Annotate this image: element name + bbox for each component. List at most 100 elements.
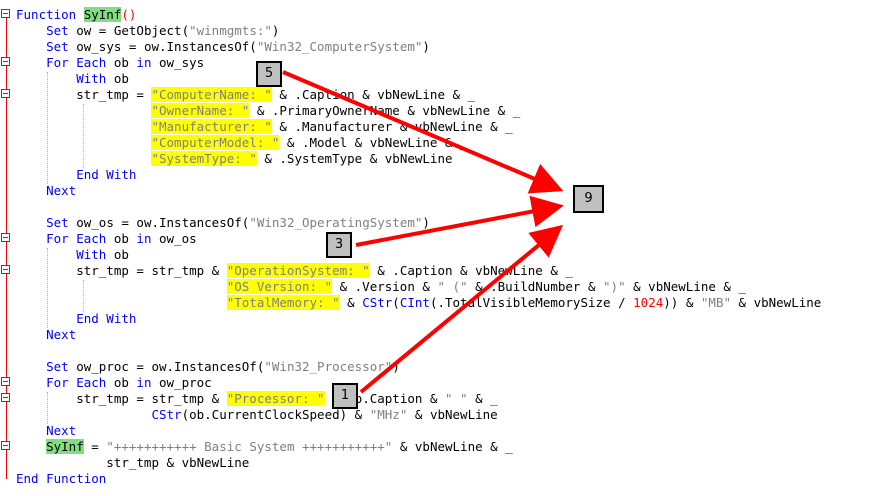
- indent-guide: [83, 280, 84, 312]
- code-line[interactable]: Next: [16, 183, 76, 199]
- code-line[interactable]: CStr(ob.CurrentClockSpeed) & "MHz" & vbN…: [16, 407, 498, 423]
- code-token: ow_sys = ow.InstancesOf(: [76, 39, 257, 54]
- code-line[interactable]: SyInf = "+++++++++++ Basic System ++++++…: [16, 439, 513, 455]
- code-token: End Function: [16, 471, 107, 486]
- code-line[interactable]: "ComputerModel: " & .Model & vbNewLine &…: [16, 135, 468, 151]
- code-token: ow = GetObject(: [76, 23, 190, 38]
- code-line[interactable]: For Each ob in ow_sys: [16, 55, 204, 71]
- code-token: ob: [113, 55, 137, 70]
- code-token: &: [339, 295, 363, 310]
- fold-toggle-for-os[interactable]: [1, 233, 10, 242]
- code-token: Next: [16, 423, 77, 438]
- fold-toggle-for-sys[interactable]: [1, 57, 10, 66]
- code-token: Next: [16, 327, 77, 342]
- code-token: ow_proc = ow.InstancesOf(: [76, 359, 265, 374]
- code-line[interactable]: Set ow = GetObject("winmgmts:"): [16, 23, 279, 39]
- code-token: ")": [603, 279, 626, 294]
- fold-toggle-syinf[interactable]: [1, 441, 10, 450]
- code-token: & vbNewLine: [407, 407, 498, 422]
- code-line[interactable]: str_tmp & vbNewLine: [16, 455, 249, 471]
- code-token: ow_os = ow.InstancesOf(: [76, 215, 250, 230]
- code-line[interactable]: "OS Version: " & .Version & " (" & .Buil…: [16, 279, 746, 295]
- code-token: (): [121, 7, 137, 22]
- code-token: For Each: [16, 375, 114, 390]
- code-token: "Win32_ComputerSystem": [256, 39, 423, 54]
- code-token: ): [271, 23, 280, 38]
- indent-guide: [47, 72, 48, 184]
- code-token: ): [422, 39, 430, 54]
- fold-toggle-with-sys[interactable]: [1, 89, 10, 98]
- code-token: str_tmp = str_tmp &: [16, 391, 227, 406]
- code-token: SyInf: [83, 7, 122, 22]
- code-line[interactable]: Set ow_proc = ow.InstancesOf("Win32_Proc…: [16, 359, 400, 375]
- fold-toggle-for-proc[interactable]: [1, 377, 10, 386]
- indent-guide: [83, 104, 84, 168]
- code-token: CStr: [151, 407, 182, 422]
- code-token: ob: [113, 375, 137, 390]
- code-line[interactable]: str_tmp = str_tmp & "Processor: " & ob.C…: [16, 391, 498, 407]
- code-line[interactable]: End With: [16, 167, 136, 183]
- code-line[interactable]: Set ow_os = ow.InstancesOf("Win32_Operat…: [16, 215, 430, 231]
- code-token: Set: [16, 23, 77, 38]
- fold-line: [6, 11, 7, 479]
- code-line[interactable]: str_tmp = "ComputerName: " & .Caption & …: [16, 87, 475, 103]
- code-token: "ComputerModel: ": [151, 135, 280, 150]
- code-line[interactable]: With ob: [16, 71, 129, 87]
- code-line[interactable]: For Each ob in ow_os: [16, 231, 197, 247]
- code-token: ow_sys: [159, 55, 205, 70]
- code-token: & .Model & vbNewLine & _: [279, 135, 468, 150]
- arrow-1-to-9: [359, 224, 564, 394]
- code-token: str_tmp = str_tmp &: [16, 263, 227, 278]
- fold-toggle-str-proc[interactable]: [1, 393, 10, 402]
- code-line[interactable]: Next: [16, 423, 76, 439]
- code-line[interactable]: Function SyInf(): [16, 7, 136, 23]
- code-token: "MB": [700, 295, 731, 310]
- code-line[interactable]: "SystemType: " & .SystemType & vbNewLine: [16, 151, 453, 167]
- code-token: ): [422, 215, 430, 230]
- code-line[interactable]: "Manufacturer: " & .Manufacturer & vbNew…: [16, 119, 513, 135]
- code-line[interactable]: str_tmp = str_tmp & "OperationSystem: " …: [16, 263, 573, 279]
- code-line[interactable]: End With: [16, 311, 136, 327]
- annotation-badge-5: 5: [256, 61, 282, 87]
- code-token: & .Caption & vbNewLine & _: [271, 87, 476, 102]
- code-token: =: [83, 439, 107, 454]
- code-line[interactable]: Set ow_sys = ow.InstancesOf("Win32_Compu…: [16, 39, 430, 55]
- code-token: For Each: [16, 231, 114, 246]
- code-token: & _: [467, 391, 498, 406]
- code-token: ow_proc: [159, 375, 212, 390]
- code-token: & .SystemType & vbNewLine: [256, 151, 453, 166]
- code-token: & .Version &: [332, 279, 438, 294]
- code-token: CInt: [399, 295, 430, 310]
- code-token: str_tmp & vbNewLine: [16, 455, 250, 470]
- code-token: in: [136, 231, 159, 246]
- code-token: (ob.CurrentClockSpeed) &: [181, 407, 370, 422]
- arrow-3-to-9: [355, 195, 564, 247]
- fold-toggle-function[interactable]: [1, 9, 10, 18]
- code-token: " (": [437, 279, 468, 294]
- code-line[interactable]: End Function: [16, 471, 106, 487]
- code-token: & .Manufacturer & vbNewLine & _: [271, 119, 513, 134]
- code-token: "Win32_Processor": [264, 359, 393, 374]
- code-token: & vbNewLine & _: [625, 279, 747, 294]
- code-token: End With: [16, 311, 137, 326]
- annotation-badge-1: 1: [332, 383, 358, 409]
- annotation-badge-3: 3: [326, 232, 352, 258]
- code-line[interactable]: "TotalMemory: " & CStr(CInt(.TotalVisibl…: [16, 295, 821, 311]
- fold-margin: [0, 0, 14, 496]
- code-line[interactable]: Next: [16, 327, 76, 343]
- code-token: in: [136, 55, 159, 70]
- code-token: "Processor: ": [226, 391, 325, 406]
- fold-toggle-with-os[interactable]: [1, 265, 10, 274]
- code-token: Function: [16, 7, 84, 22]
- code-token: Set: [16, 215, 77, 230]
- code-line[interactable]: For Each ob in ow_proc: [16, 375, 212, 391]
- code-line[interactable]: With ob: [16, 247, 129, 263]
- arrow-5-to-9: [282, 70, 564, 194]
- indent-guide: [47, 248, 48, 328]
- code-token: "SystemType: ": [151, 151, 257, 166]
- code-token: "ComputerName: ": [151, 87, 272, 102]
- code-token: End With: [16, 167, 137, 182]
- code-token: )) &: [663, 295, 701, 310]
- code-token: " ": [444, 391, 468, 406]
